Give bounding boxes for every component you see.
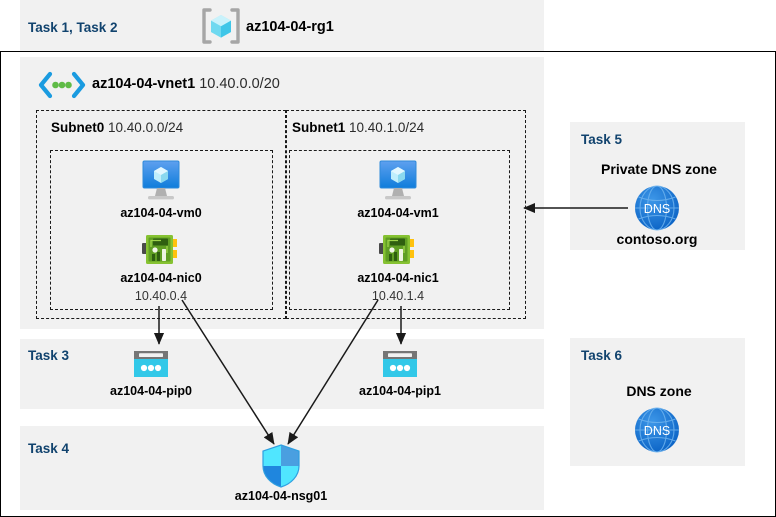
nic0-ip: 10.40.0.4 <box>134 289 188 303</box>
nsg-label: az104-04-nsg01 <box>234 489 328 503</box>
resource-group-icon <box>200 7 242 45</box>
private-dns-zone-title: Private DNS zone <box>601 161 717 177</box>
nic1-ip: 10.40.1.4 <box>371 289 425 303</box>
subnet1-box <box>286 110 526 319</box>
vm0-label: az104-04-vm0 <box>120 206 202 220</box>
public-ip-address-icon <box>131 348 171 380</box>
vnet-name: az104-04-vnet1 <box>92 76 196 92</box>
pip0-label: az104-04-pip0 <box>110 384 192 398</box>
task-label-3: Task 3 <box>28 348 70 363</box>
virtual-network-icon <box>36 70 88 100</box>
subnet0-inner-box <box>50 150 273 310</box>
subnet1-cidr: 10.40.1.0/24 <box>349 120 425 135</box>
vnet-panel <box>20 57 544 329</box>
header-band <box>20 0 544 51</box>
task-label-6: Task 6 <box>581 348 623 363</box>
virtual-machine-icon <box>137 158 185 202</box>
subnet0-title: Subnet0 10.40.0.0/24 <box>51 120 183 135</box>
nic0-label: az104-04-nic0 <box>120 271 202 285</box>
subnet1-name: Subnet1 <box>292 120 346 135</box>
subnet1-title: Subnet1 10.40.1.0/24 <box>292 120 424 135</box>
subnet0-name: Subnet0 <box>51 120 105 135</box>
virtual-machine-icon <box>374 158 422 202</box>
network-interface-icon <box>140 233 182 267</box>
subnet1-inner-box <box>289 150 510 310</box>
subnet0-cidr: 10.40.0.0/24 <box>108 120 184 135</box>
network-interface-icon <box>377 233 419 267</box>
svg-text:DNS: DNS <box>644 424 670 438</box>
dns-zone-icon: DNS <box>632 405 682 455</box>
vnet-cidr: 10.40.0.0/20 <box>199 76 280 92</box>
dns-zone-icon: DNS <box>632 183 682 233</box>
nic1-label: az104-04-nic1 <box>357 271 439 285</box>
vnet-title: az104-04-vnet1 10.40.0.0/20 <box>92 76 280 92</box>
task-label-4: Task 4 <box>28 441 70 456</box>
public-ip-address-icon <box>380 348 420 380</box>
task3-panel <box>20 339 544 409</box>
subnet0-box <box>36 110 286 319</box>
pip1-label: az104-04-pip1 <box>359 384 441 398</box>
task-label-5: Task 5 <box>581 132 623 147</box>
network-security-group-icon <box>259 443 303 489</box>
vm1-label: az104-04-vm1 <box>357 206 439 220</box>
task-label-1-2: Task 1, Task 2 <box>28 20 118 35</box>
svg-text:DNS: DNS <box>644 202 670 216</box>
dns-zone-title: DNS zone <box>626 383 692 399</box>
resource-group-name: az104-04-rg1 <box>246 19 334 35</box>
private-dns-zone-name: contoso.org <box>616 231 698 247</box>
